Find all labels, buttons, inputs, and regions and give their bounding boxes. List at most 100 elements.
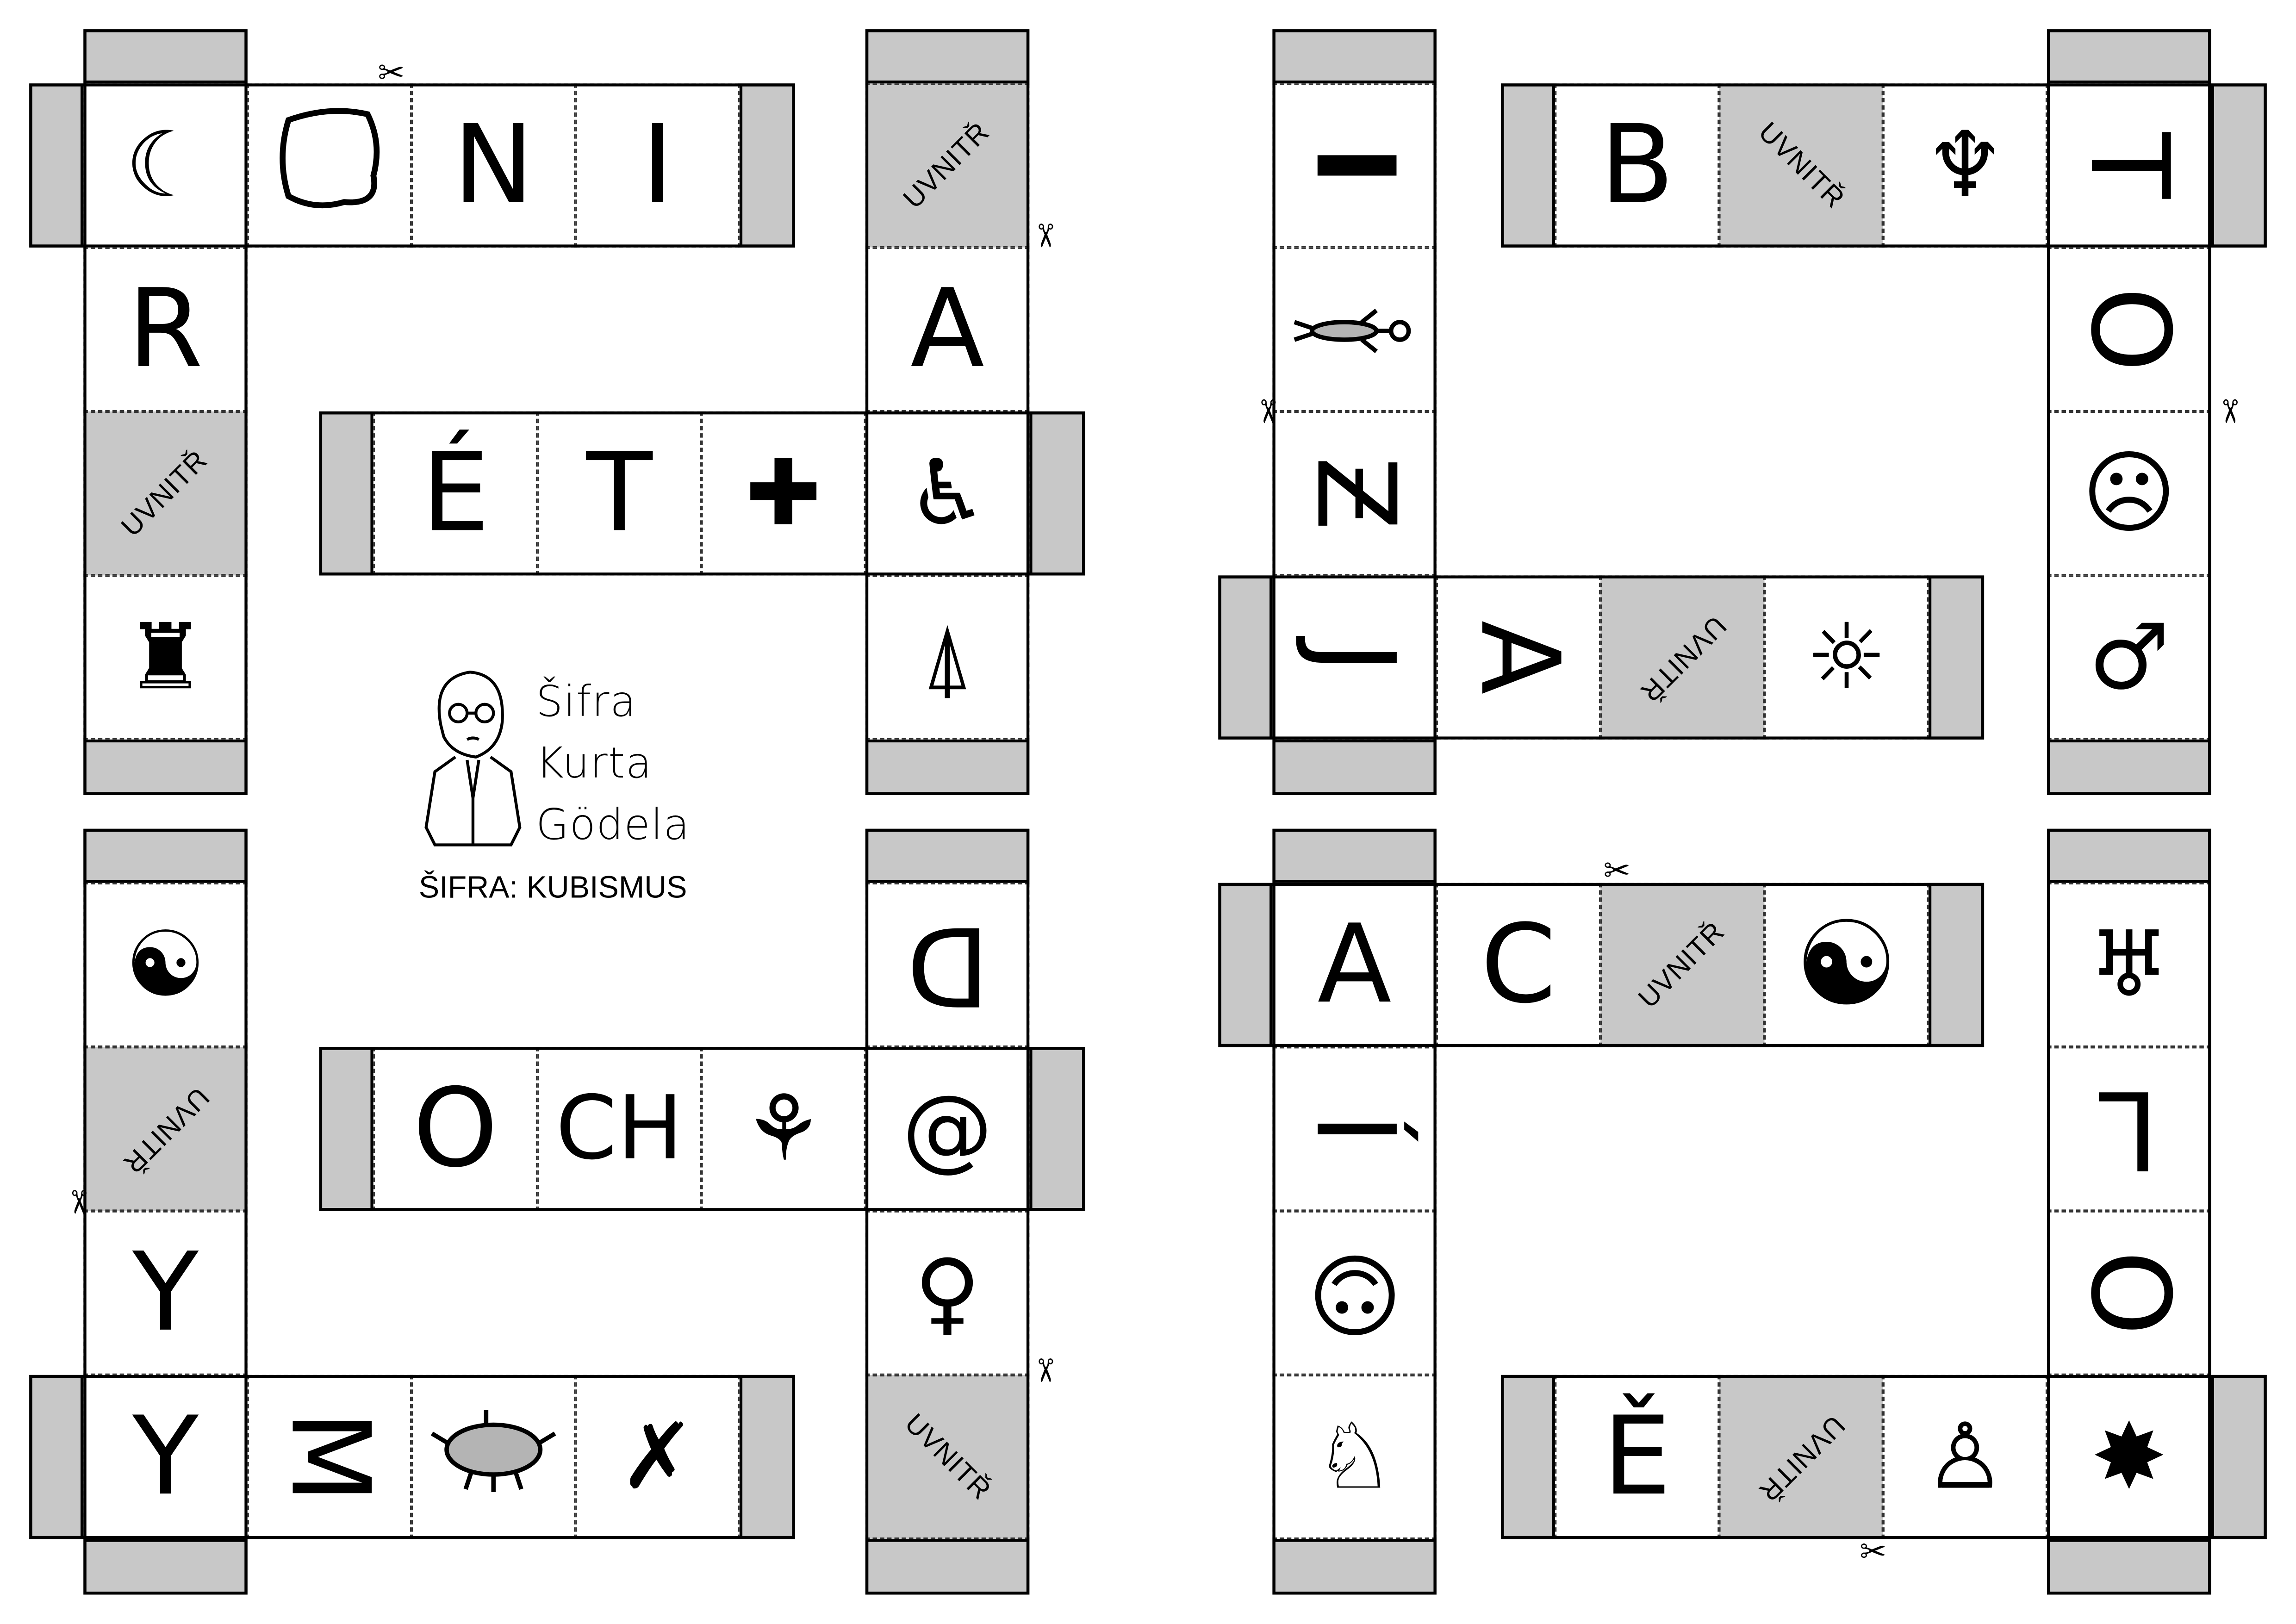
small-figure-icon: ⚘: [742, 1075, 824, 1182]
scissors-icon: ✂: [1025, 1357, 1062, 1384]
picture-face: ♙: [1883, 1375, 2047, 1539]
letter-face: CH: [537, 1047, 702, 1211]
glue-tab: [1272, 739, 1437, 795]
face-letter: J: [1291, 641, 1418, 674]
glue-tab: [83, 828, 248, 883]
plus-icon: ✚: [745, 439, 821, 547]
letter-face: C: [1436, 883, 1601, 1047]
picture-face: ☹: [2047, 411, 2211, 576]
kurt-godel-portrait-icon: [424, 671, 522, 846]
glue-tab: [2047, 29, 2211, 84]
letter-face: I: [1272, 83, 1437, 248]
glue-tab: [2211, 1375, 2267, 1539]
female-symbol-icon: ♀: [914, 1238, 981, 1346]
face-letter: Y: [132, 1230, 199, 1356]
glue-tab: [865, 1539, 1030, 1595]
picture-face: ✸: [2047, 1375, 2211, 1539]
inside-face: UVNITŘ: [1719, 83, 1883, 248]
angel-icon: ♆: [1924, 111, 2006, 218]
fallen-figure-icon: ♜: [124, 603, 206, 710]
face-letter: T: [2066, 132, 2192, 199]
letter-face: A: [1436, 575, 1601, 740]
letter-face: É: [373, 411, 538, 576]
inside-face: UVNITŘ: [1600, 575, 1765, 740]
logo-title-line-3: Gödela: [535, 799, 691, 850]
letter-face: N: [411, 83, 576, 248]
picture-face: ✗: [575, 1375, 740, 1539]
glue-tab: [2047, 1539, 2211, 1595]
glue-tab: [1500, 83, 1556, 248]
picture-face: ♀: [865, 1211, 1030, 1375]
inside-face: UVNITŘ: [83, 411, 248, 576]
inside-face: UVNITŘ: [1719, 1375, 1883, 1539]
picture-face: ✚: [701, 411, 865, 576]
glue-tab: [319, 411, 373, 576]
inside-label: UVNITŘ: [898, 1408, 996, 1506]
devil-figure-icon: ♅: [2088, 910, 2170, 1018]
face-letter: B: [1599, 102, 1674, 229]
glue-tab: [29, 83, 84, 248]
face-letter: É: [421, 430, 490, 557]
face-letter: A: [1455, 620, 1582, 695]
yin-yang-outline-icon: ☯: [124, 910, 206, 1018]
blowing-figure-icon: ♘: [1313, 1403, 1395, 1510]
face-letter: O: [2066, 1250, 2192, 1336]
face-letter: L: [2099, 1066, 2159, 1192]
letter-face: M: [247, 1375, 412, 1539]
glue-tab: [1272, 828, 1437, 883]
letter-face: O: [2047, 1211, 2211, 1375]
face-letter: C: [1481, 902, 1556, 1028]
logo-title-line-2: Kurta: [535, 738, 653, 788]
glue-tab: [1500, 1375, 1556, 1539]
letter-face: I: [575, 83, 740, 248]
glue-tab: [1272, 29, 1437, 84]
glue-tab: [739, 83, 795, 248]
scissors-icon: ✂: [1860, 1534, 1887, 1571]
face-letter: M: [266, 1410, 392, 1504]
letter-face: B: [1555, 83, 1719, 248]
face-letter: CH: [555, 1077, 683, 1181]
letter-face: Y: [83, 1375, 248, 1539]
stooped-man-icon: ♿: [907, 439, 988, 547]
sun-icon: ☼: [1805, 603, 1887, 710]
picture-face: ♿: [865, 411, 1030, 576]
picture-face: ⚘: [701, 1047, 865, 1211]
face-letter: T: [586, 430, 653, 557]
picture-face: ⍋: [865, 575, 1030, 740]
letter-face: Í: [1272, 1047, 1437, 1211]
picture-face: ☼: [1764, 575, 1929, 740]
scissors-icon: ✂: [1025, 222, 1062, 249]
glue-tab: [865, 828, 1030, 883]
picture-face: ☯: [83, 883, 248, 1047]
letter-face: A: [865, 247, 1030, 412]
glue-tab: [865, 29, 1030, 84]
swaddled-baby-icon: ♙: [1924, 1403, 2006, 1510]
scissors-icon: ✂: [59, 1188, 96, 1216]
letter-face: T: [2047, 83, 2211, 248]
face-letter: Ƶ: [1291, 456, 1418, 531]
inside-face: UVNITŘ: [865, 1375, 1030, 1539]
inside-label: UVNITŘ: [1633, 608, 1732, 707]
glue-tab: [83, 739, 248, 795]
letter-face: O: [373, 1047, 538, 1211]
male-symbol-icon: ♂: [2088, 603, 2170, 710]
picture-face: @: [865, 1047, 1030, 1211]
face-letter: Í: [1291, 1113, 1418, 1145]
inside-label: UVNITŘ: [1752, 1408, 1850, 1506]
moon-star-icon: ☾: [124, 111, 206, 218]
picture-face: ♜: [83, 575, 248, 740]
picture-face: ☯: [1764, 883, 1929, 1047]
glue-tab: [1928, 883, 1985, 1047]
inside-label: UVNITŘ: [898, 116, 996, 215]
lying-figure-icon: ✗: [619, 1403, 696, 1510]
inside-label: UVNITŘ: [1633, 916, 1732, 1014]
glue-tab: [2047, 739, 2211, 795]
glue-tab: [1029, 1047, 1085, 1211]
glue-tab: [865, 739, 1030, 795]
logo-title-line-1: Šifra: [535, 676, 637, 727]
picture-face: ☾: [83, 83, 248, 248]
face-letter: I: [641, 102, 674, 229]
inside-face: UVNITŘ: [1600, 883, 1765, 1047]
letter-face: L: [2047, 1047, 2211, 1211]
scissors-icon: ✂: [1248, 398, 1285, 425]
